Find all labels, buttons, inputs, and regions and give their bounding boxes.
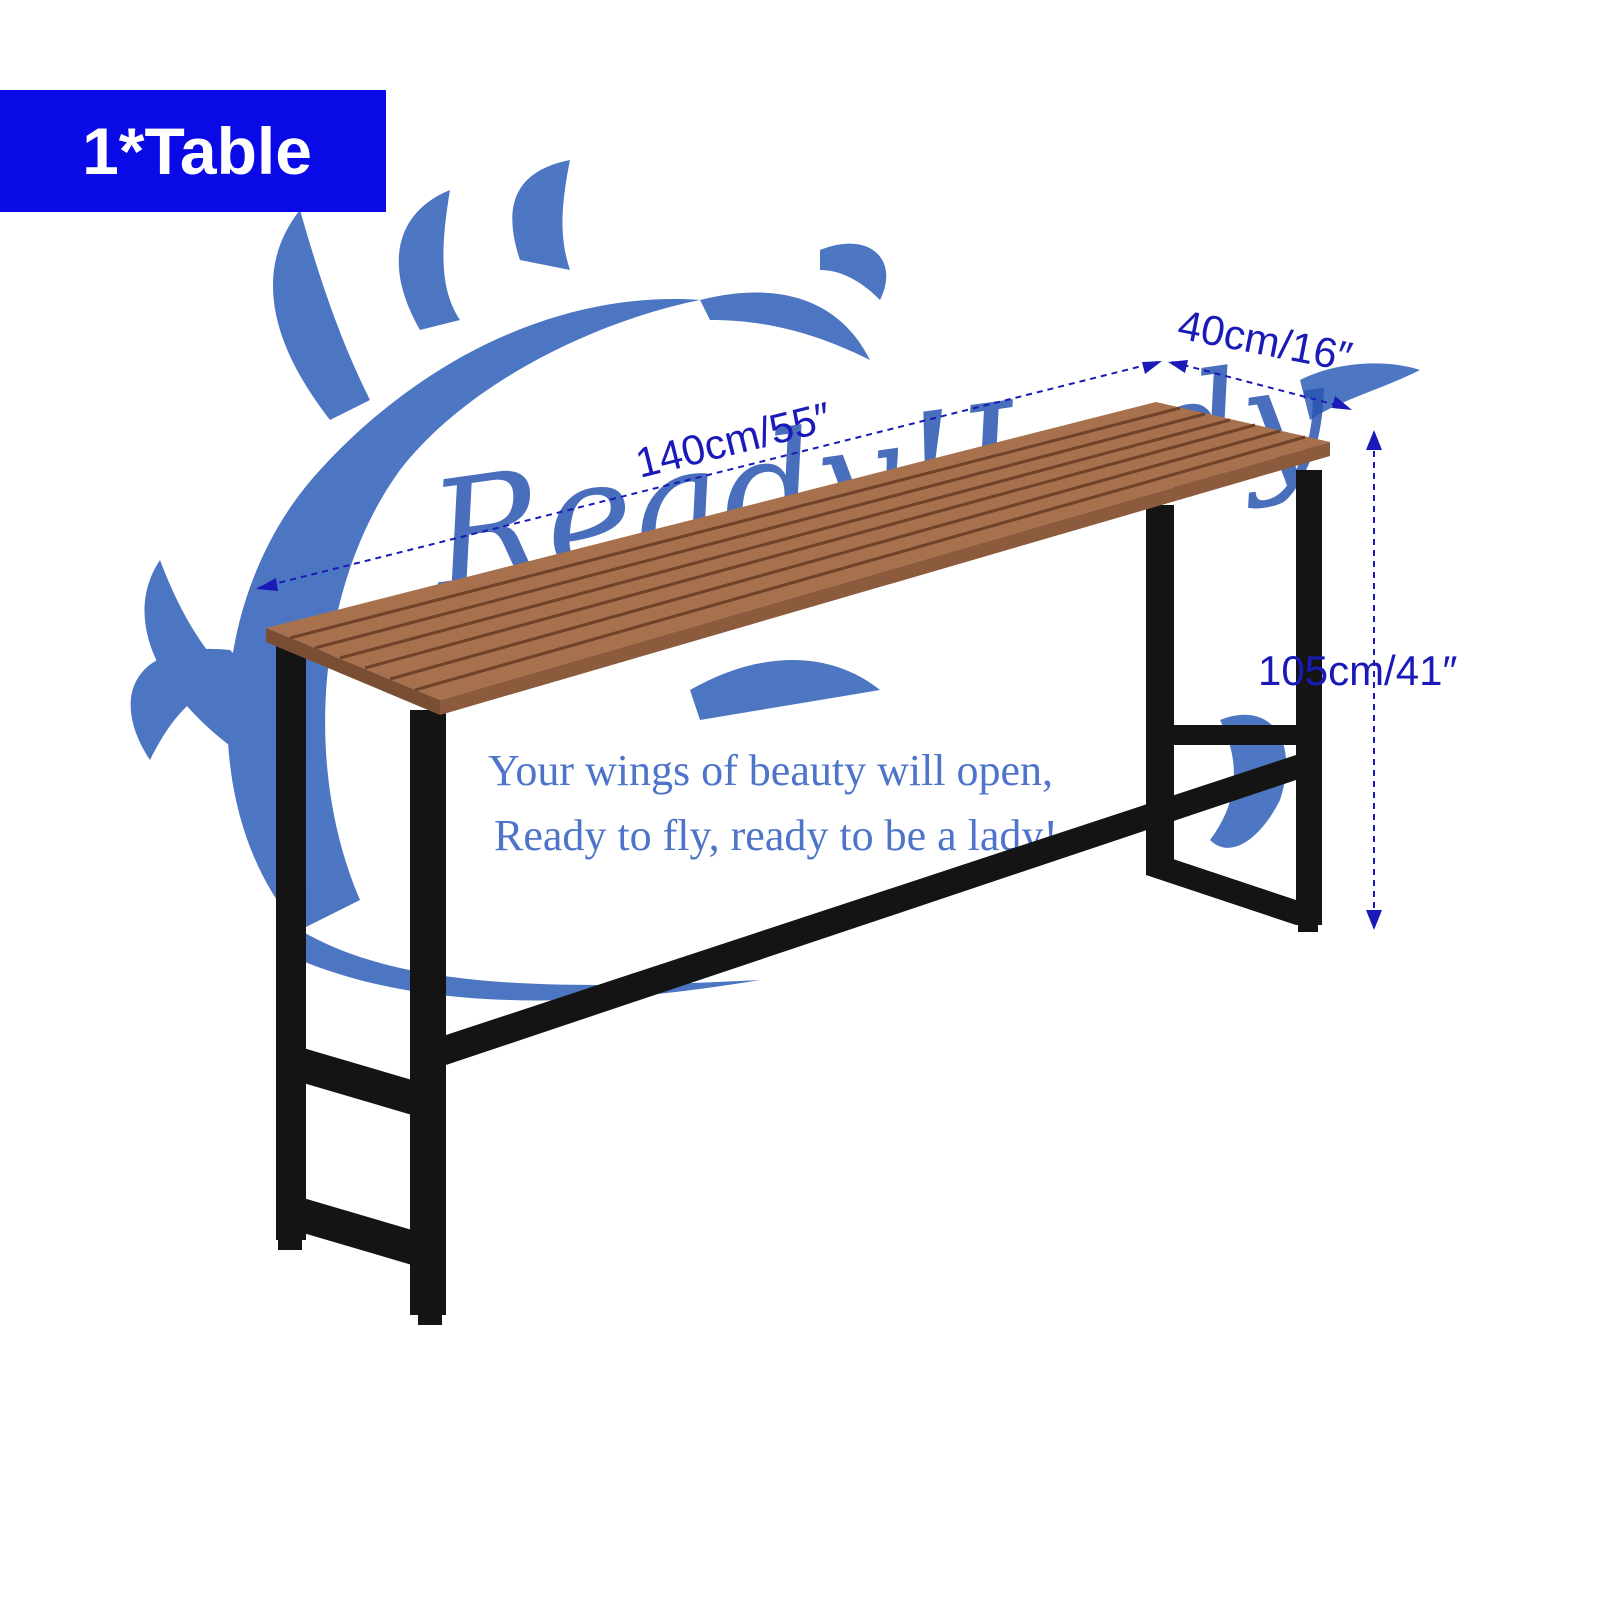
table-frame [276, 470, 1322, 1325]
quantity-badge: 1*Table [0, 90, 386, 212]
tagline-line2: Ready to fly, ready to be a lady! [494, 811, 1058, 860]
height-label: 105cm/41″ [1258, 647, 1457, 694]
dimension-arrowheads [256, 360, 1382, 930]
dimension-lines [257, 361, 1375, 920]
tabletop [266, 402, 1330, 715]
tagline-line1: Your wings of beauty will open, [488, 746, 1053, 795]
